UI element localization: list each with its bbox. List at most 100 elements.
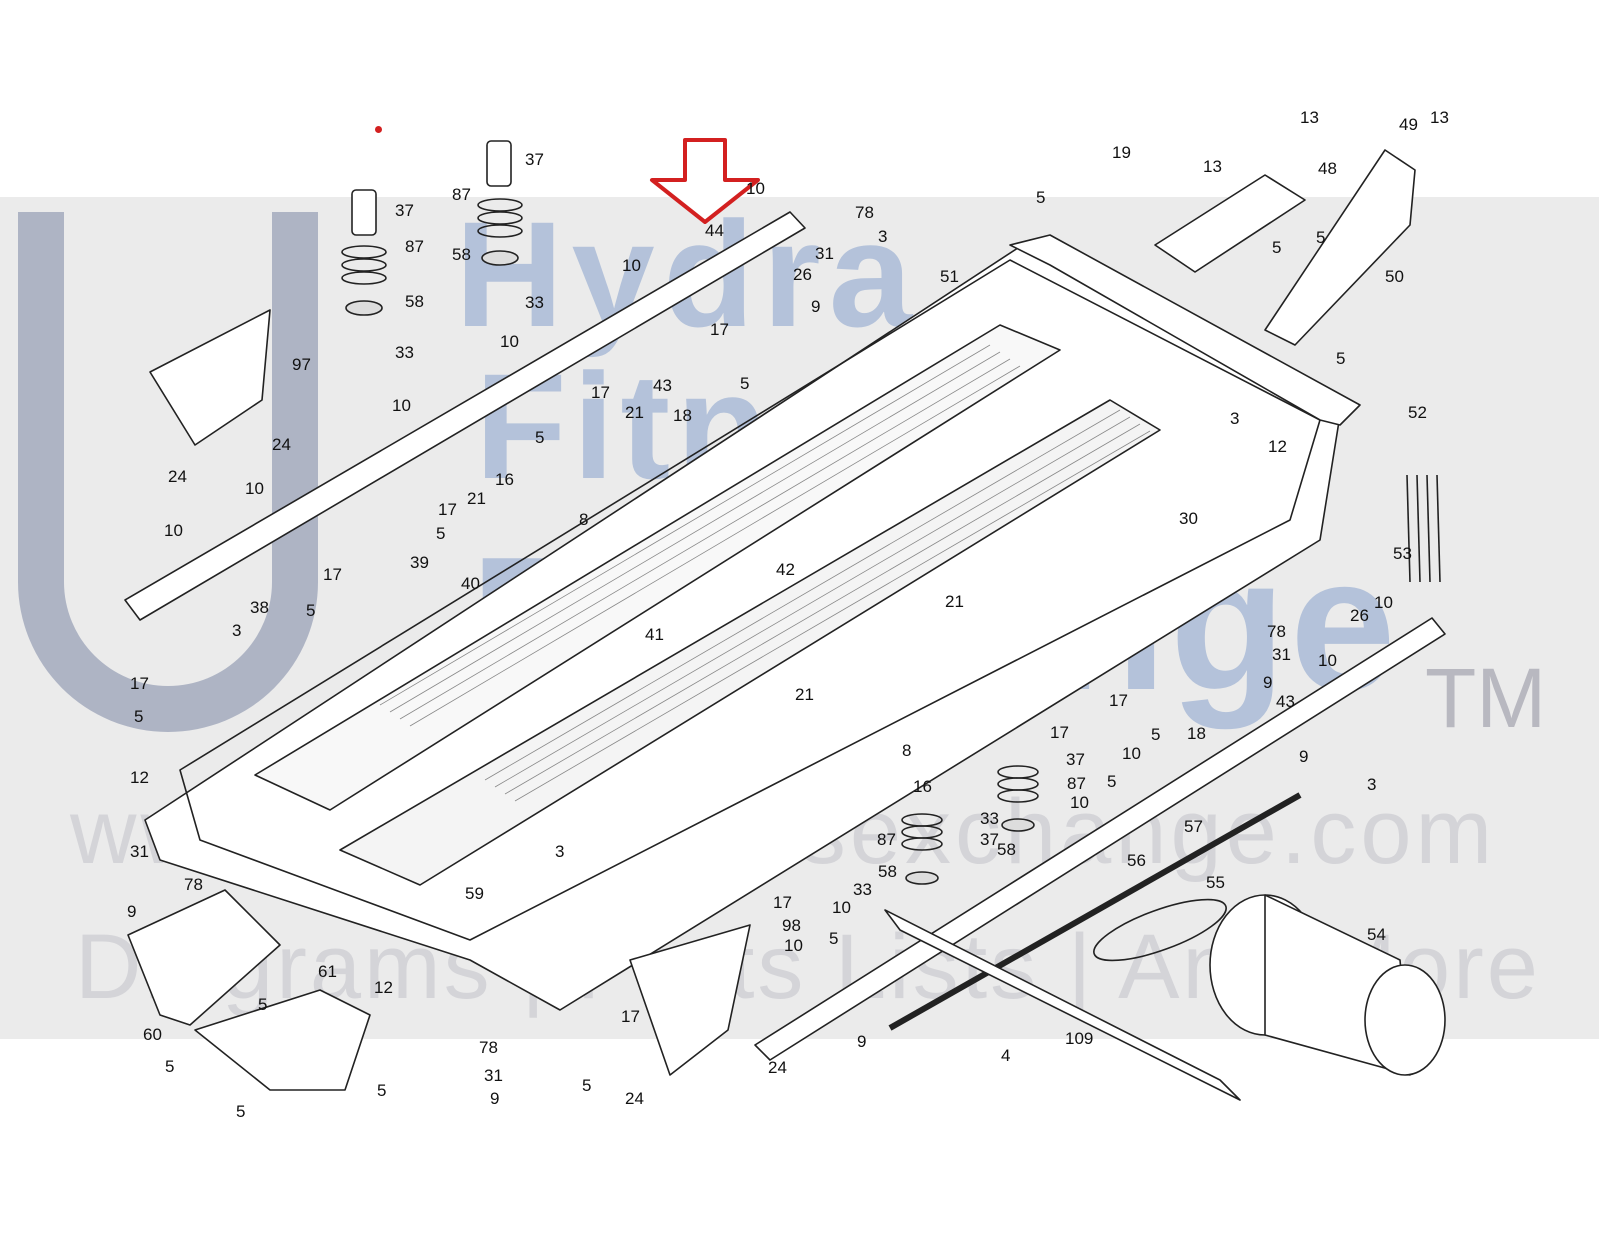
part-callout: 5: [165, 1057, 174, 1076]
part-callout: 60: [143, 1025, 162, 1044]
highlight-arrow-icon: [650, 138, 760, 224]
part-callout: 50: [1385, 267, 1404, 286]
part-callout: 109: [1065, 1029, 1093, 1048]
part-callout: 10: [500, 332, 519, 351]
hood-61: [194, 989, 371, 1091]
part-callout: 30: [1179, 509, 1198, 528]
axle-56: [888, 792, 1302, 1031]
part-callout: 10: [245, 479, 264, 498]
part-callout: 5: [1316, 228, 1325, 247]
part-callout: 33: [525, 293, 544, 312]
part-callout: 48: [1318, 159, 1337, 178]
part-callout: 3: [555, 842, 564, 861]
part-callout: 4: [1001, 1046, 1010, 1065]
part-callout: 37: [395, 201, 414, 220]
side-rail-44: [124, 211, 806, 621]
part-callout: 18: [673, 406, 692, 425]
deck-41: [254, 324, 1061, 811]
part-callout: 9: [127, 902, 136, 921]
part-callout: 38: [250, 598, 269, 617]
part-callout: 10: [1122, 744, 1141, 763]
part-callout: 54: [1367, 925, 1386, 944]
part-callout: 52: [1408, 403, 1427, 422]
part-callout: 10: [832, 898, 851, 917]
part-callout: 31: [1272, 645, 1291, 664]
cable-ties-53: [1406, 474, 1441, 583]
part-callout: 17: [1050, 723, 1069, 742]
part-callout: 17: [591, 383, 610, 402]
part-callout: 5: [436, 524, 445, 543]
belt-42: [339, 399, 1161, 886]
part-callout: 78: [479, 1038, 498, 1057]
part-callout: 9: [857, 1032, 866, 1051]
controller-48: [1154, 174, 1306, 273]
tube-109: [884, 909, 1241, 1101]
part-callout: 17: [710, 320, 729, 339]
part-callout: 58: [452, 245, 471, 264]
part-callout: 5: [829, 929, 838, 948]
part-callout: 51: [940, 267, 959, 286]
part-callout: 3: [1367, 775, 1376, 794]
part-callout: 78: [1267, 622, 1286, 641]
frame-linework: [124, 140, 1446, 1101]
part-callout: 12: [1268, 437, 1287, 456]
part-callout: 78: [184, 875, 203, 894]
part-callout: 42: [776, 560, 795, 579]
part-callout: 13: [1430, 108, 1449, 127]
part-callout: 31: [130, 842, 149, 861]
part-callout: 21: [945, 592, 964, 611]
part-callout: 61: [318, 962, 337, 981]
part-callout: 58: [878, 862, 897, 881]
part-callout: 10: [784, 936, 803, 955]
part-callout: 33: [980, 809, 999, 828]
drive-belt-55: [1093, 898, 1227, 962]
part-callout: 37: [1066, 750, 1085, 769]
part-callout: 17: [621, 1007, 640, 1026]
bracket-50: [1264, 149, 1416, 346]
part-callout: 78: [855, 203, 874, 222]
part-callout: 26: [1350, 606, 1369, 625]
part-callout: 37: [525, 150, 544, 169]
part-callout: 21: [795, 685, 814, 704]
part-callout: 9: [490, 1089, 499, 1108]
part-callout: 43: [1276, 692, 1295, 711]
part-callout: 5: [582, 1076, 591, 1095]
part-callout: 17: [130, 674, 149, 693]
part-callout: 5: [1336, 349, 1345, 368]
part-callout: 58: [997, 840, 1016, 859]
part-callout: 10: [622, 256, 641, 275]
part-callout: 87: [452, 185, 471, 204]
part-callout: 3: [1230, 409, 1239, 428]
part-callout: 18: [1187, 724, 1206, 743]
part-callout: 10: [164, 521, 183, 540]
rear-crossbar-52: [1009, 234, 1361, 426]
hood-60: [127, 889, 281, 1026]
part-callout: 5: [258, 995, 267, 1014]
part-callout: 21: [467, 489, 486, 508]
belt-ribs: [379, 344, 1151, 802]
part-callout: 10: [1070, 793, 1089, 812]
part-callout: 87: [405, 237, 424, 256]
part-callout: 5: [377, 1081, 386, 1100]
part-callout: 59: [465, 884, 484, 903]
part-callout: 17: [438, 500, 457, 519]
part-callout: 56: [1127, 851, 1146, 870]
part-callout: 9: [1299, 747, 1308, 766]
part-callout: 39: [410, 553, 429, 572]
part-callout: 9: [1263, 673, 1272, 692]
part-callout: 8: [579, 510, 588, 529]
part-callout: 40: [461, 574, 480, 593]
part-callout: 97: [292, 355, 311, 374]
part-callout: 21: [625, 403, 644, 422]
part-callout: 13: [1300, 108, 1319, 127]
part-callout: 24: [168, 467, 187, 486]
part-callout: 57: [1184, 817, 1203, 836]
part-callout: 3: [232, 621, 241, 640]
endcap-98: [629, 924, 751, 1076]
side-rail-57: [754, 617, 1446, 1061]
part-callout: 55: [1206, 873, 1225, 892]
endcap-97: [149, 309, 271, 446]
part-callout: 98: [782, 916, 801, 935]
